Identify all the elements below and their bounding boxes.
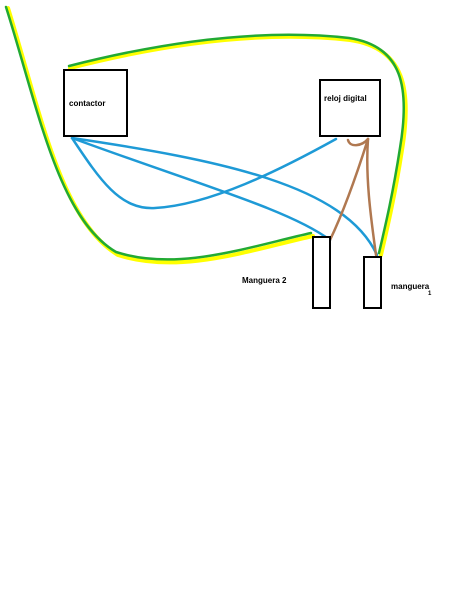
manguera-1-index: 1 [428, 291, 432, 297]
reloj-digital-label: reloj digital [324, 94, 367, 103]
manguera-1-label: manguera [391, 282, 430, 291]
brown-wire-reloj-to-manguera-1 [366, 137, 378, 257]
brown-wire-reloj-to-manguera-2 [328, 137, 370, 242]
brown-wires [328, 137, 378, 257]
reloj-digital-box: reloj digital [319, 79, 381, 137]
manguera-2: Manguera 2 [242, 236, 331, 309]
manguera-2-label: Manguera 2 [242, 276, 287, 285]
blue-wire-contactor-to-manguera-1-curve [70, 136, 379, 257]
blue-wires [70, 136, 379, 257]
blue-wire-contactor-loop-to-reloj [70, 136, 338, 210]
contactor-box: contactor [63, 69, 128, 137]
brown-wire-reloj-hook [346, 137, 370, 147]
contactor-label: contactor [69, 99, 105, 108]
ground-wire-top [67, 33, 408, 257]
blue-wire-contactor-to-manguera-2 [70, 136, 332, 242]
ground-wire-left [4, 5, 315, 265]
manguera-1: manguera 1 [363, 256, 432, 309]
